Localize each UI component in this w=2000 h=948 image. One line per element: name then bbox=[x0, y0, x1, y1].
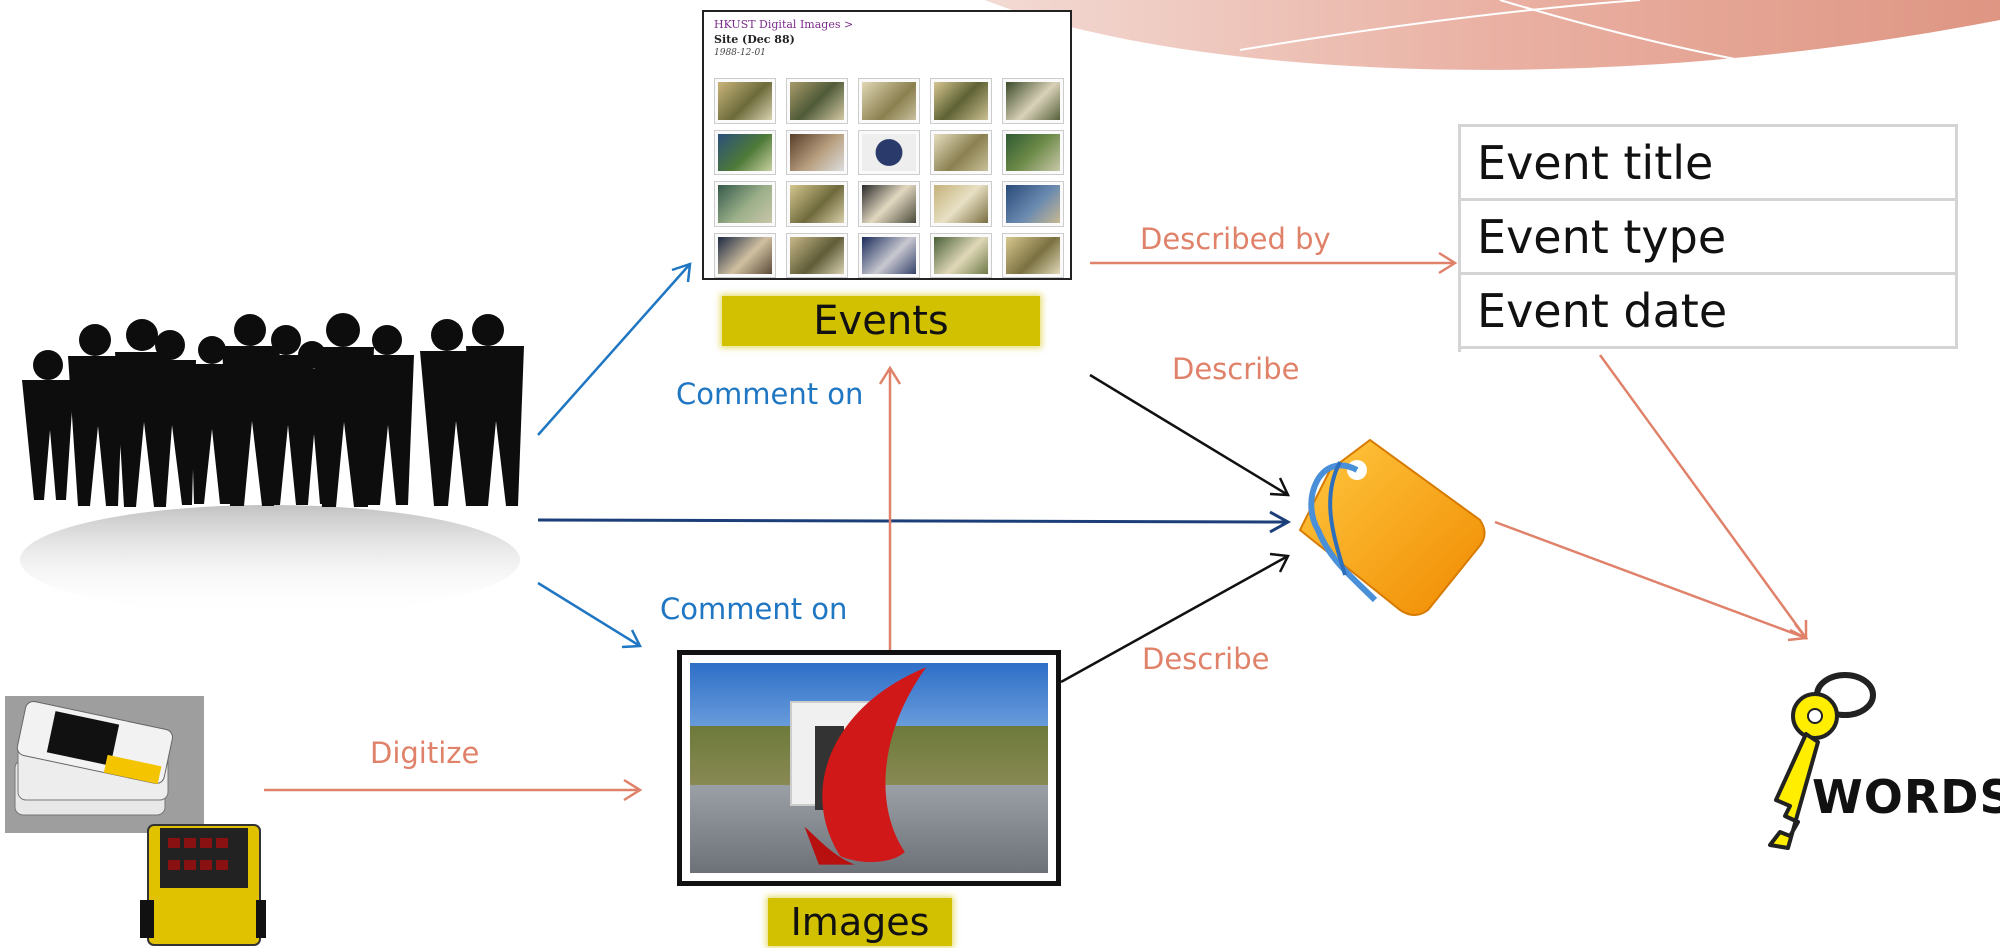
event-thumbnail bbox=[930, 181, 992, 227]
comment-on-images-label: Comment on bbox=[660, 592, 848, 626]
event-thumbnail bbox=[858, 78, 920, 124]
campus-sculpture-image bbox=[690, 663, 1048, 873]
arrow-tag-to-keywords bbox=[1494, 520, 1809, 642]
film-canister-icon bbox=[140, 824, 266, 946]
arrow-slides-digitize bbox=[264, 778, 643, 802]
images-node-label: Images bbox=[768, 898, 952, 946]
arrow-table-to-keywords bbox=[1598, 354, 1808, 641]
events-title: Site (Dec 88) bbox=[714, 33, 795, 46]
event-thumbnail bbox=[786, 181, 848, 227]
event-thumbnail bbox=[714, 78, 776, 124]
event-metadata-table: Event title Event type Event date bbox=[1458, 124, 1958, 352]
metadata-row-event-title: Event title bbox=[1461, 127, 1958, 201]
event-thumbnail bbox=[786, 129, 848, 175]
event-thumbnail bbox=[786, 232, 848, 278]
arrow-images-describe-tag bbox=[1060, 552, 1290, 684]
event-thumbnail bbox=[1002, 129, 1064, 175]
event-thumbnail bbox=[714, 181, 776, 227]
arrow-people-to-tag bbox=[537, 510, 1292, 534]
metadata-row-event-date: Event date bbox=[1461, 275, 1958, 349]
event-thumbnail bbox=[1002, 181, 1064, 227]
described-by-label: Described by bbox=[1140, 222, 1331, 256]
events-node-label: Events bbox=[722, 296, 1040, 346]
events-date: 1988-12-01 bbox=[714, 48, 766, 58]
decorative-swoosh bbox=[985, 0, 2000, 76]
arrow-people-to-events bbox=[537, 262, 692, 436]
event-thumbnail-grid bbox=[714, 78, 1064, 278]
event-thumbnail bbox=[858, 232, 920, 278]
describe-images-label: Describe bbox=[1142, 642, 1270, 676]
tag-icon bbox=[1298, 438, 1486, 616]
arrow-events-described-by bbox=[1090, 251, 1458, 275]
arrow-events-describe-tag bbox=[1089, 373, 1291, 497]
people-silhouette-icon bbox=[20, 313, 524, 615]
event-thumbnail bbox=[858, 129, 920, 175]
digitize-label: Digitize bbox=[370, 736, 480, 770]
event-thumbnail bbox=[930, 78, 992, 124]
event-thumbnail bbox=[858, 181, 920, 227]
diagram-arrows bbox=[264, 251, 1809, 802]
events-panel: HKUST Digital Images > Site (Dec 88) 198… bbox=[702, 10, 1072, 280]
keywords-logo-text: WORDS bbox=[1812, 770, 2000, 824]
events-breadcrumb: HKUST Digital Images > bbox=[714, 18, 854, 31]
arrow-images-to-events bbox=[878, 365, 902, 650]
images-photo bbox=[677, 650, 1061, 886]
slides-icon bbox=[5, 696, 204, 833]
arrow-people-to-images bbox=[537, 581, 642, 649]
describe-events-label: Describe bbox=[1172, 352, 1300, 386]
event-thumbnail bbox=[930, 232, 992, 278]
keys-icon bbox=[1768, 672, 1876, 850]
event-thumbnail bbox=[930, 129, 992, 175]
event-thumbnail bbox=[1002, 78, 1064, 124]
metadata-row-event-type: Event type bbox=[1461, 201, 1958, 275]
event-thumbnail bbox=[714, 129, 776, 175]
event-thumbnail bbox=[714, 232, 776, 278]
event-thumbnail bbox=[786, 78, 848, 124]
event-thumbnail bbox=[1002, 232, 1064, 278]
comment-on-events-label: Comment on bbox=[676, 377, 864, 411]
